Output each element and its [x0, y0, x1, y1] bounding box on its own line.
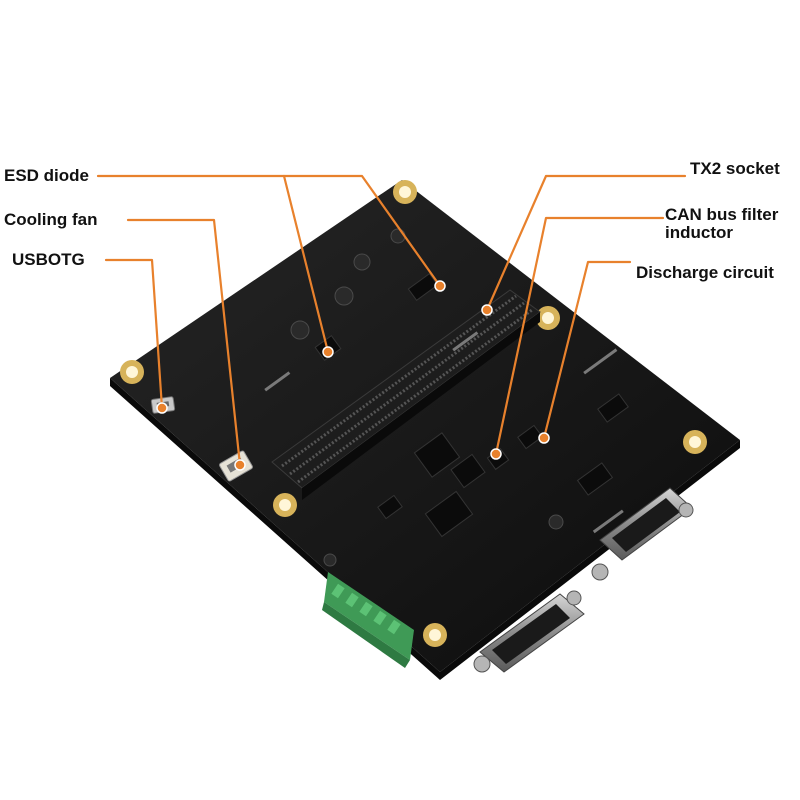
label-cooling-fan: Cooling fan — [4, 210, 98, 229]
cooling-fan-leader — [126, 218, 242, 467]
usbotg-dot — [156, 402, 168, 414]
components — [314, 272, 629, 538]
esd-diode-leader-branch — [282, 174, 330, 354]
mounting-holes — [120, 180, 707, 647]
tx2-socket-connector — [271, 289, 541, 500]
mount-hole — [120, 360, 144, 384]
mount-hole — [536, 306, 560, 330]
dsub-connector-right — [591, 487, 694, 581]
tx2-socket-leader — [485, 174, 687, 312]
label-discharge-circuit: Discharge circuit — [636, 263, 774, 282]
can-bus-leader — [494, 216, 665, 456]
tx2-socket-dot — [481, 304, 493, 316]
discharge-circuit-leader — [542, 260, 632, 440]
leader-end-dots — [156, 280, 550, 471]
label-tx2-socket: TX2 socket — [690, 159, 780, 178]
esd-diode-dot — [322, 346, 334, 358]
cooling-fan-dot — [234, 459, 246, 471]
esd-diode-dot — [434, 280, 446, 292]
label-can-bus-filter-inductor: CAN bus filter inductor — [665, 206, 778, 242]
mount-hole — [423, 623, 447, 647]
capacitors — [290, 228, 564, 567]
usbotg-leader — [104, 258, 164, 410]
mount-hole — [273, 493, 297, 517]
circuit-board — [110, 180, 740, 680]
dsub-connector-front — [473, 590, 585, 673]
silkscreen-dots — [264, 331, 624, 534]
can-bus-dot — [490, 448, 502, 460]
esd-diode-leader — [96, 174, 442, 288]
board-surface — [110, 180, 740, 672]
label-can-bus-line2: inductor — [665, 223, 733, 242]
label-esd-diode: ESD diode — [4, 166, 90, 185]
label-can-bus-line1: CAN bus filter — [665, 205, 779, 224]
green-terminal-block — [322, 572, 414, 668]
discharge-circuit-dot — [538, 432, 550, 444]
mount-hole — [393, 180, 417, 204]
label-usbotg: USBOTG — [12, 250, 85, 269]
mount-hole — [683, 430, 707, 454]
leader-lines — [96, 174, 687, 467]
